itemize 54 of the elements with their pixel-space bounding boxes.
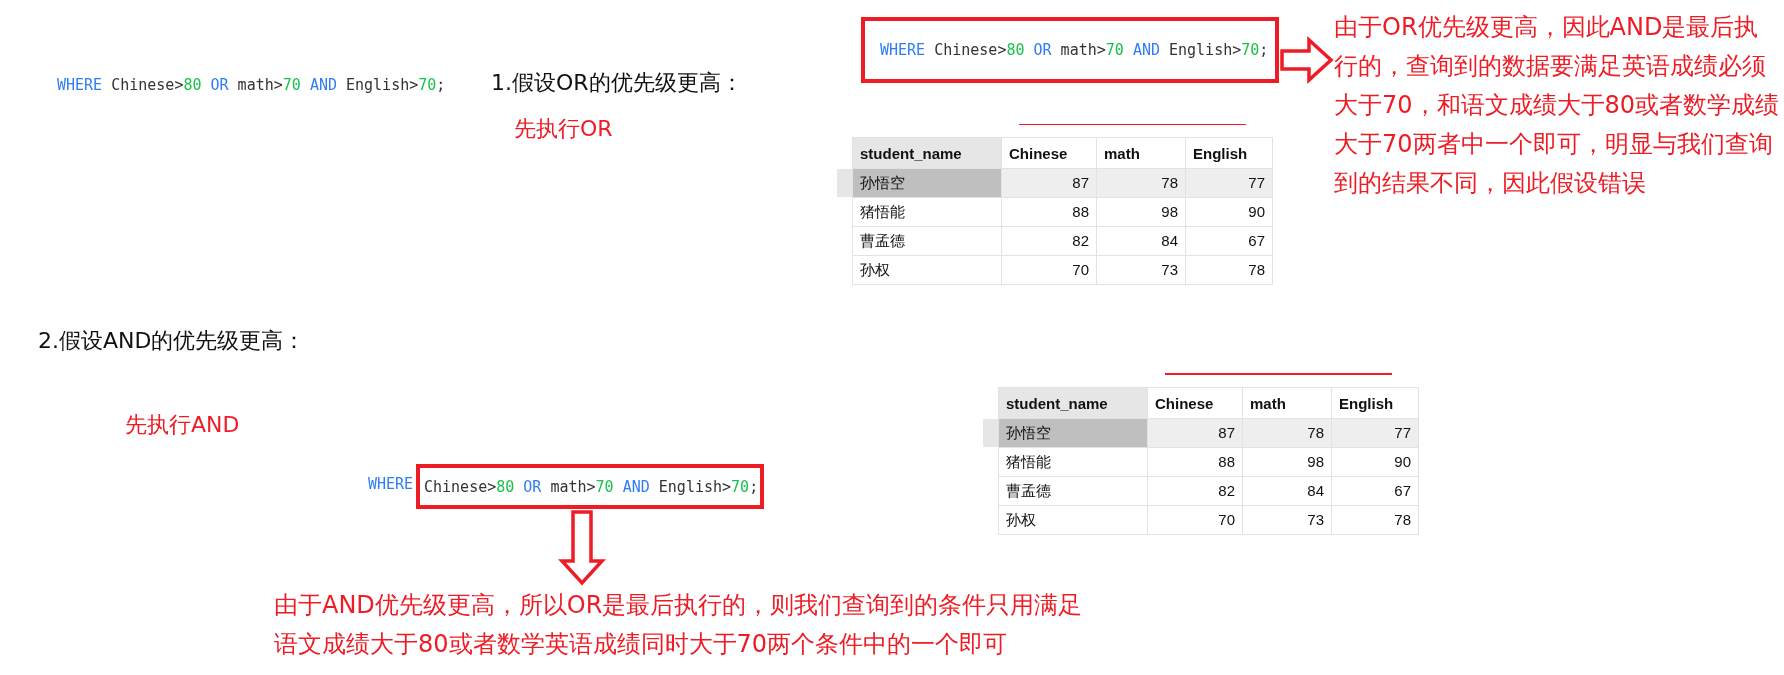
- table-cell: 孙权: [998, 506, 1148, 535]
- table-cell: 87: [1002, 169, 1097, 198]
- sql-keyword: WHERE: [368, 474, 414, 494]
- table-cell: 孙悟空: [852, 169, 1002, 198]
- table-cell: 77: [1186, 169, 1273, 198]
- column-header: student_name: [998, 387, 1148, 419]
- sql-code: WHERE Chinese>80 OR math>70 AND English>70;: [880, 40, 1270, 60]
- step-note: 先执行AND: [125, 411, 240, 439]
- sql-code: WHERE Chinese>80 OR math>70 AND English>70;: [57, 75, 446, 95]
- column-header: English: [1186, 137, 1273, 169]
- column-header: Chinese: [1002, 137, 1097, 169]
- column-header: student_name: [852, 137, 1002, 169]
- table-cell: 90: [1332, 448, 1419, 477]
- table-cell: 孙权: [852, 256, 1002, 285]
- table-cell: 84: [1097, 227, 1186, 256]
- block-arrow: [1280, 36, 1334, 84]
- block-arrow: [558, 510, 606, 586]
- column-header: English: [1332, 387, 1419, 419]
- table-cell: 猪悟能: [998, 448, 1148, 477]
- table-cell: 曹孟德: [998, 477, 1148, 506]
- table-cell: 88: [1002, 198, 1097, 227]
- table-cell: 67: [1332, 477, 1419, 506]
- table-cell: 曹孟德: [852, 227, 1002, 256]
- table-cell: 98: [1097, 198, 1186, 227]
- table-cell: 孙悟空: [998, 419, 1148, 448]
- table-cell: 84: [1243, 477, 1332, 506]
- table-cell: 73: [1097, 256, 1186, 285]
- table-cell: 88: [1148, 448, 1243, 477]
- column-header: math: [1097, 137, 1186, 169]
- explanation-text: 由于AND优先级更高，所以OR是最后执行的，则我们查询到的条件只用满足语文成绩大于80或者数学英语成绩同时大于70两个条件中的一个即可: [274, 586, 1104, 664]
- table-cell: 90: [1186, 198, 1273, 227]
- table-cell: 87: [1148, 419, 1243, 448]
- section-heading: 1.假设OR的优先级更高：: [491, 69, 743, 97]
- column-header: Chinese: [1148, 387, 1243, 419]
- table-cell: 82: [1148, 477, 1243, 506]
- table-cell: 70: [1148, 506, 1243, 535]
- highlight-frame: [861, 17, 1279, 83]
- step-note: 先执行OR: [514, 115, 613, 143]
- table-cell: 猪悟能: [852, 198, 1002, 227]
- table-cell: 78: [1243, 419, 1332, 448]
- table-cell: 77: [1332, 419, 1419, 448]
- table-cell: 78: [1332, 506, 1419, 535]
- table-cell: 82: [1002, 227, 1097, 256]
- table-cell: 78: [1097, 169, 1186, 198]
- table-cell: 70: [1002, 256, 1097, 285]
- column-header: math: [1243, 387, 1332, 419]
- section-heading: 2.假设AND的优先级更高：: [38, 327, 306, 355]
- highlight-frame: [416, 464, 764, 509]
- table-cell: 98: [1243, 448, 1332, 477]
- sql-code: Chinese>80 OR math>70 AND English>70;: [424, 476, 760, 497]
- table-cell: 78: [1186, 256, 1273, 285]
- table-cell: 67: [1186, 227, 1273, 256]
- table-cell: 73: [1243, 506, 1332, 535]
- explanation-text: 由于OR优先级更高，因此AND是最后执行的，查询到的数据要满足英语成绩必须大于70，和语文成绩大于80或者数学成绩大于70两者中一个即可，明显与我们查询到的结果不同，因此假设错误: [1334, 8, 1780, 203]
